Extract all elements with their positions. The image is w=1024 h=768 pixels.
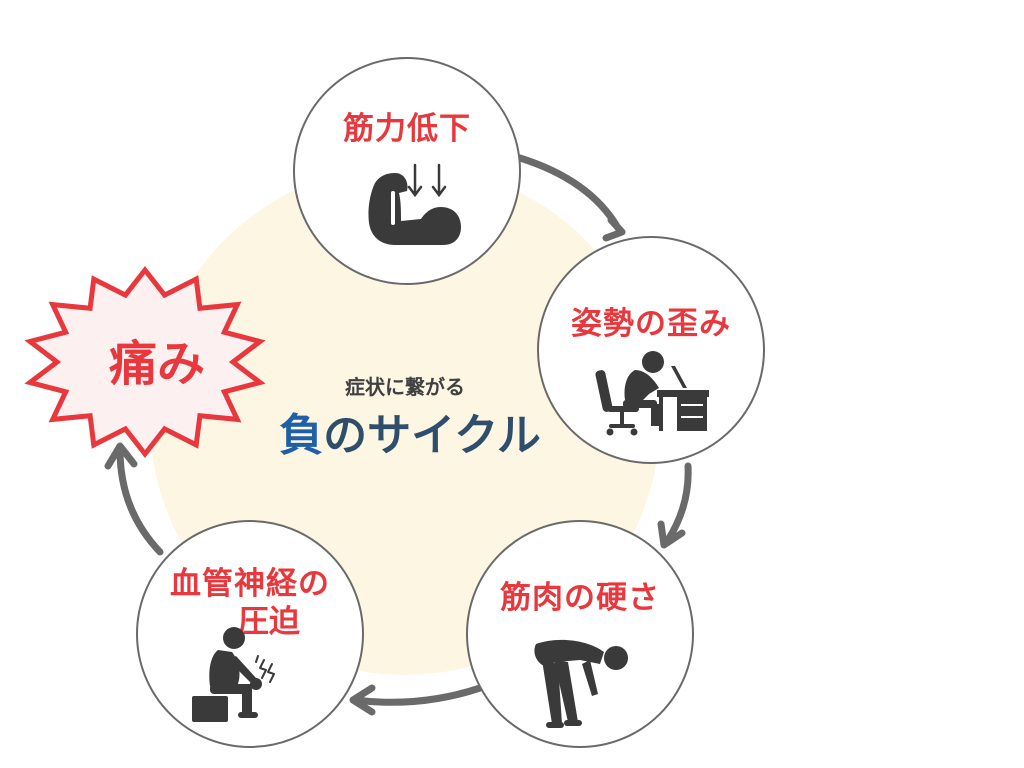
bending-person-icon <box>534 639 628 728</box>
pain-burst-shape <box>24 265 266 459</box>
node-label-line2: 圧迫 <box>238 604 300 640</box>
cycle-subtitle: 症状に繋がる <box>345 375 465 399</box>
arrowhead-3 <box>349 684 376 716</box>
desk-posture-icon <box>595 351 709 436</box>
node-muscle-stiffness: 筋肉の硬さ <box>466 520 694 748</box>
weak-arm-icon <box>368 163 461 245</box>
node-label: 姿勢の歪み <box>571 306 731 342</box>
cycle-title-accent: 負 <box>279 410 324 461</box>
cycle-title-rest: のサイクル <box>323 410 541 461</box>
seated-pain-person-icon <box>192 627 275 722</box>
node-label-line1: 血管神経の <box>170 566 330 602</box>
node-posture-distortion: 姿勢の歪み <box>537 236 765 464</box>
cycle-title: 負のサイクル <box>250 408 570 464</box>
node-label: 筋力低下 <box>343 111 471 147</box>
arrow-posture-to-stiffness <box>664 462 692 544</box>
node-muscle-weakness: 筋力低下 <box>293 57 521 285</box>
arrowhead-1 <box>602 216 626 242</box>
arrow-stiffness-to-compression <box>351 684 484 706</box>
arrowhead-4 <box>104 442 138 470</box>
arrow-compression-to-pain <box>116 446 164 556</box>
pain-label: 痛み <box>108 336 205 392</box>
node-label: 筋肉の硬さ <box>500 580 660 616</box>
arrowhead-2 <box>657 520 686 549</box>
node-vascular-nerve-compression: 血管神経の 圧迫 <box>136 520 364 748</box>
